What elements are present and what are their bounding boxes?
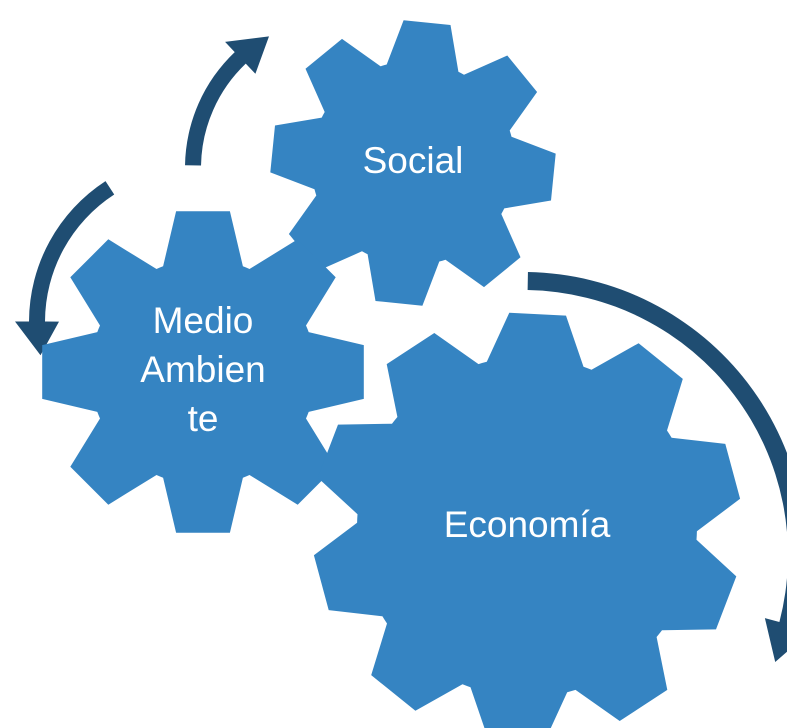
gear-medio-ambiente-label-line: Ambien [140, 349, 265, 390]
arrow-around-economia-icon [527, 272, 787, 663]
gear-medio-ambiente-label-line: te [188, 398, 219, 439]
gear-social: Social [270, 20, 556, 306]
arrows-layer [15, 36, 787, 663]
gear-social-label-line: Social [363, 140, 464, 181]
gear-medio-ambiente-label-line: Medio [153, 300, 254, 341]
gear-social-shape [270, 20, 556, 306]
arrow-up-to-social-icon [185, 36, 269, 166]
gear-economia-shape [313, 312, 741, 728]
arrow-down-left-icon [15, 181, 115, 356]
gear-medio-ambiente-shape [42, 211, 364, 533]
gear-economia-label-line: Economía [444, 504, 611, 545]
gear-economia: Economía [313, 312, 741, 728]
